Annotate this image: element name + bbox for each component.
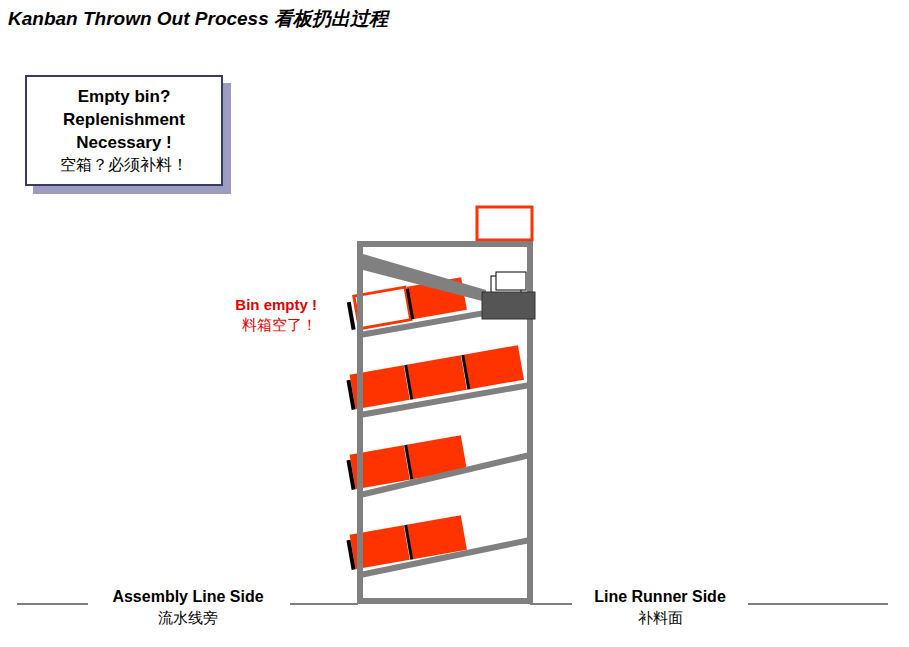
bin-empty-label: 料箱空了！ — [239, 316, 320, 335]
title: Kanban Thrown Out Process 看板扔出过程 — [8, 6, 388, 32]
kanban-chute — [363, 254, 535, 319]
kanban-box — [477, 207, 532, 240]
callout-heading: Empty bin? Replenishment Necessary ! — [37, 85, 211, 154]
bin-empty-label: Bin empty ! — [232, 296, 320, 313]
side-label: Line Runner Side — [591, 588, 729, 606]
side-label: Assembly Line Side — [109, 588, 266, 606]
side-label: 流水线旁 — [155, 609, 221, 628]
side-label: 补料面 — [635, 609, 686, 628]
callout-body: 空箱？必须补料！ — [37, 154, 211, 176]
callout-box: Empty bin? Replenishment Necessary !空箱？必… — [25, 75, 223, 186]
